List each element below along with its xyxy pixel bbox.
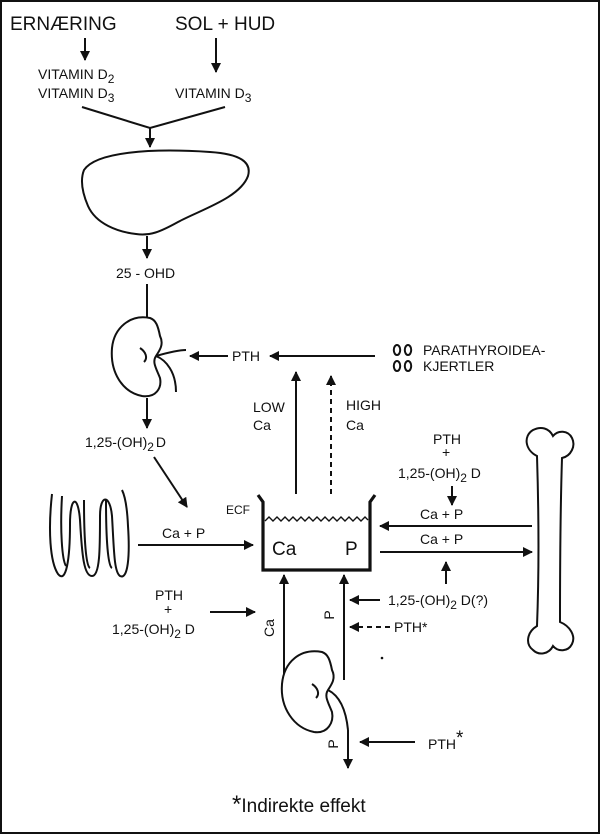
footnote: *Indirekte effekt (232, 791, 366, 818)
low-label: LOW (253, 399, 286, 415)
25-ohd-label: 25 - OHD (116, 265, 175, 281)
bone-flow-in-label: Ca + P (420, 506, 463, 522)
high-ca-label: Ca (346, 417, 364, 433)
sun-skin-label: SOL + HUD (175, 14, 275, 35)
pth-star-label: PTH* (394, 619, 428, 635)
ca-rotated-label: Ca (261, 619, 277, 637)
lower-kidney-icon (282, 651, 334, 732)
left-125d-label: 1,25-(OH)2 D (112, 621, 195, 641)
intestine-flow-label: Ca + P (162, 525, 205, 541)
liver-icon (82, 151, 249, 235)
parathyroid-label-1: PARATHYROIDEA- (423, 342, 546, 358)
high-label: HIGH (346, 397, 381, 413)
p-down-rotated-label: P (325, 739, 341, 748)
diet-label: ERNÆRING (10, 14, 117, 35)
ecf-label: ECF (226, 503, 250, 517)
pth-label-top: PTH (232, 348, 260, 364)
parathyroid-label-2: KJERTLER (423, 358, 494, 374)
stray-dot (381, 657, 384, 660)
ecf-p-label: P (345, 539, 358, 560)
bone-plus: + (442, 444, 450, 460)
vitamin-d3-sun-label: VITAMIN D3 (175, 85, 252, 105)
lower-pth-label: PTH* (428, 728, 464, 752)
parathyroid-glands-icon (394, 345, 411, 371)
ecf-water-surface (265, 517, 368, 521)
vitamin-d2-label: VITAMIN D2 (38, 66, 115, 86)
lower-125d-label: 1,25-(OH)2 D(?) (388, 592, 488, 612)
converge-lines (82, 107, 225, 128)
bone-flow-out-label: Ca + P (420, 531, 463, 547)
vitamin-d3-label: VITAMIN D3 (38, 85, 115, 105)
low-ca-label: Ca (253, 417, 271, 433)
upper-kidney-icon (112, 317, 162, 396)
bone-125d-label: 1,25-(OH)2 D (398, 465, 481, 485)
ecf-ca-label: Ca (272, 539, 297, 560)
left-plus: + (164, 601, 172, 617)
upper-kidney-vessel (156, 350, 186, 356)
arrow-125d-to-ecf (154, 457, 187, 507)
p-rotated-label: P (321, 610, 337, 619)
bone-icon (527, 428, 574, 653)
